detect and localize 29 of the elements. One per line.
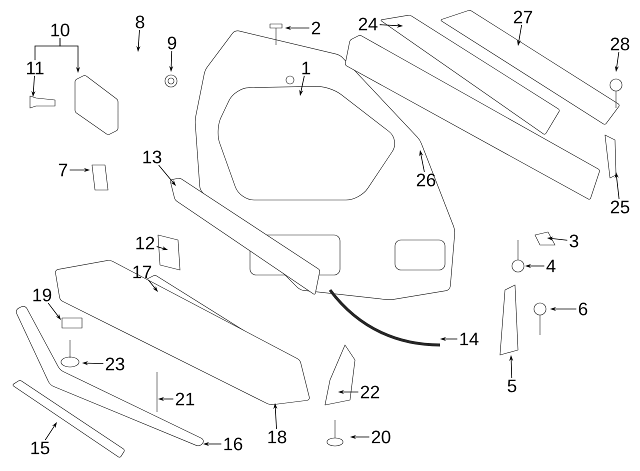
callout-number: 19 — [33, 288, 52, 302]
callout-number: 10 — [51, 24, 70, 36]
callout-number: 26 — [416, 174, 436, 186]
callout-number: 23 — [106, 358, 124, 370]
callout-number: 21 — [176, 392, 194, 406]
callout-number: 4 — [546, 260, 556, 272]
callout-number: 25 — [610, 200, 630, 214]
callout-number: 28 — [610, 38, 630, 50]
callout-number: 14 — [460, 332, 478, 346]
callout-number: 11 — [27, 62, 44, 74]
callout-number: 17 — [133, 266, 152, 278]
callout-number: 7 — [58, 164, 68, 176]
callout-number: 3 — [570, 234, 578, 248]
callout-number: 13 — [143, 150, 162, 164]
callout-number: 15 — [31, 442, 50, 454]
callout-number: 12 — [136, 236, 154, 250]
callout-number: 9 — [168, 36, 176, 50]
callout-number: 16 — [224, 438, 242, 450]
callout-number: 5 — [508, 380, 516, 392]
callout-number: 27 — [514, 10, 532, 24]
leader-line — [34, 38, 60, 60]
callout-number: 18 — [268, 430, 286, 444]
callout-number: 6 — [578, 302, 588, 316]
callout-number: 24 — [358, 18, 378, 30]
callout-number: 8 — [136, 16, 144, 28]
callout-number: 2 — [312, 22, 320, 34]
callout-number: 20 — [372, 430, 390, 444]
callout-number: 1 — [302, 62, 310, 74]
callout-number: 22 — [360, 386, 380, 398]
